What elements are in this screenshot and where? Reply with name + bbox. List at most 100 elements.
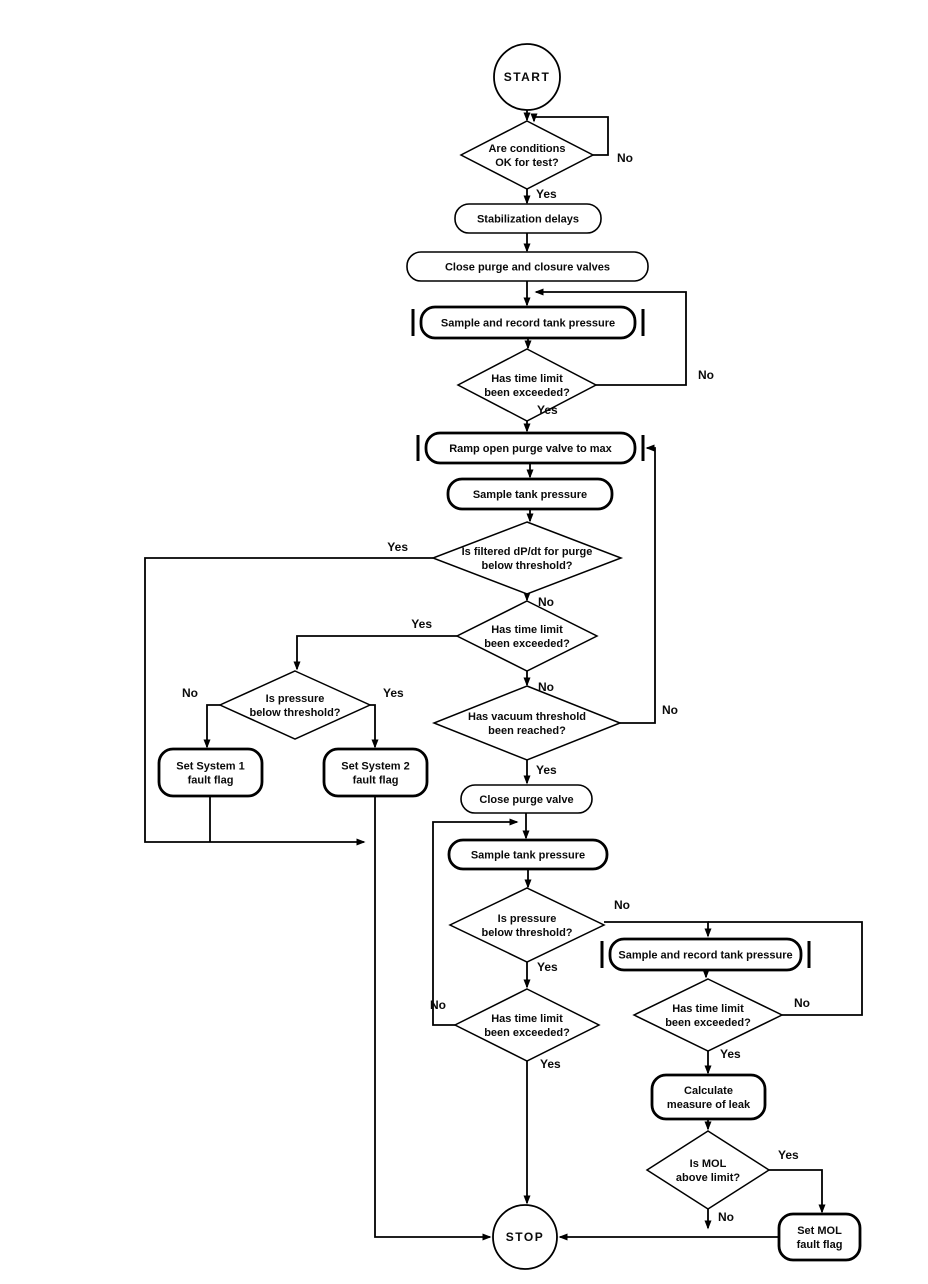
node-label: START <box>504 70 551 84</box>
process-shape <box>460 784 593 814</box>
flow-line <box>604 921 712 938</box>
branch-label-yes: Yes <box>383 686 404 700</box>
decision-shape <box>431 685 623 761</box>
flow-line <box>203 704 220 749</box>
process-shape <box>446 477 614 511</box>
node-sample-record-2: Sample and record tank pressure <box>600 937 811 972</box>
branch-label-no: No <box>794 996 810 1010</box>
branch-label-no: No <box>662 703 678 717</box>
branch-label-no: No <box>538 595 554 609</box>
node-close-purge: Close purge valve <box>460 784 593 814</box>
process-shape <box>322 747 429 798</box>
terminal-shape <box>492 1204 558 1270</box>
flow-line <box>144 557 433 846</box>
process-shape <box>406 251 649 282</box>
process-shape <box>447 838 609 871</box>
branch-label-yes: Yes <box>387 540 408 554</box>
branch-label-no: No <box>698 368 714 382</box>
node-stop: STOP <box>492 1204 558 1270</box>
node-start: START <box>493 43 561 111</box>
node-label: Sample tank pressure <box>471 850 585 862</box>
node-label: Close purge and closure valves <box>445 262 610 274</box>
process-shape <box>419 305 637 340</box>
flow-line <box>293 635 457 671</box>
branch-label-yes: Yes <box>778 1148 799 1162</box>
flow-line <box>432 818 519 1026</box>
node-label: Close purge valve <box>479 794 573 806</box>
flow-line <box>708 921 863 1016</box>
decision-shape <box>453 988 601 1062</box>
process-shape <box>608 937 803 972</box>
terminal-shape <box>493 43 561 111</box>
branch-label-no: No <box>538 680 554 694</box>
branch-label-no: No <box>718 1210 734 1224</box>
node-label: Stabilization delays <box>477 214 579 226</box>
node-sample-1: Sample tank pressure <box>446 477 614 511</box>
branch-label-yes: Yes <box>536 187 557 201</box>
node-label: Sample and record tank pressure <box>441 318 615 330</box>
node-label: Sample tank pressure <box>473 489 587 501</box>
branch-label-yes: Yes <box>537 403 558 417</box>
branch-label-no: No <box>617 151 633 165</box>
node-close-valves: Close purge and closure valves <box>406 251 649 282</box>
decision-shape <box>459 120 595 190</box>
node-label: Ramp open purge valve to max <box>449 443 612 455</box>
branch-label-yes: Yes <box>537 960 558 974</box>
branch-label-yes: Yes <box>720 1047 741 1061</box>
flow-line <box>530 113 609 156</box>
decision-shape <box>218 670 372 740</box>
node-label: Sample and record tank pressure <box>618 950 792 962</box>
node-sample-record-1: Sample and record tank pressure <box>411 305 645 340</box>
branch-label-no: No <box>430 998 446 1012</box>
decision-shape <box>430 521 624 595</box>
decision-shape <box>456 348 598 422</box>
decision-shape <box>645 1130 771 1210</box>
process-shape <box>777 1212 862 1262</box>
decision-shape <box>455 600 599 672</box>
flow-line <box>769 1169 826 1214</box>
flow-line <box>370 704 379 749</box>
connector-lines <box>144 110 863 1241</box>
node-label: STOP <box>506 1230 544 1244</box>
process-shape <box>157 747 264 798</box>
node-ramp-purge: Ramp open purge valve to max <box>416 431 645 465</box>
node-sample-2: Sample tank pressure <box>447 838 609 871</box>
flow-line <box>374 796 492 1241</box>
flow-line <box>534 288 687 386</box>
process-shape <box>454 203 602 234</box>
flow-line <box>620 444 656 724</box>
branch-label-no: No <box>614 898 630 912</box>
process-shape <box>424 431 637 465</box>
branch-label-yes: Yes <box>540 1057 561 1071</box>
decision-shape <box>632 978 784 1052</box>
